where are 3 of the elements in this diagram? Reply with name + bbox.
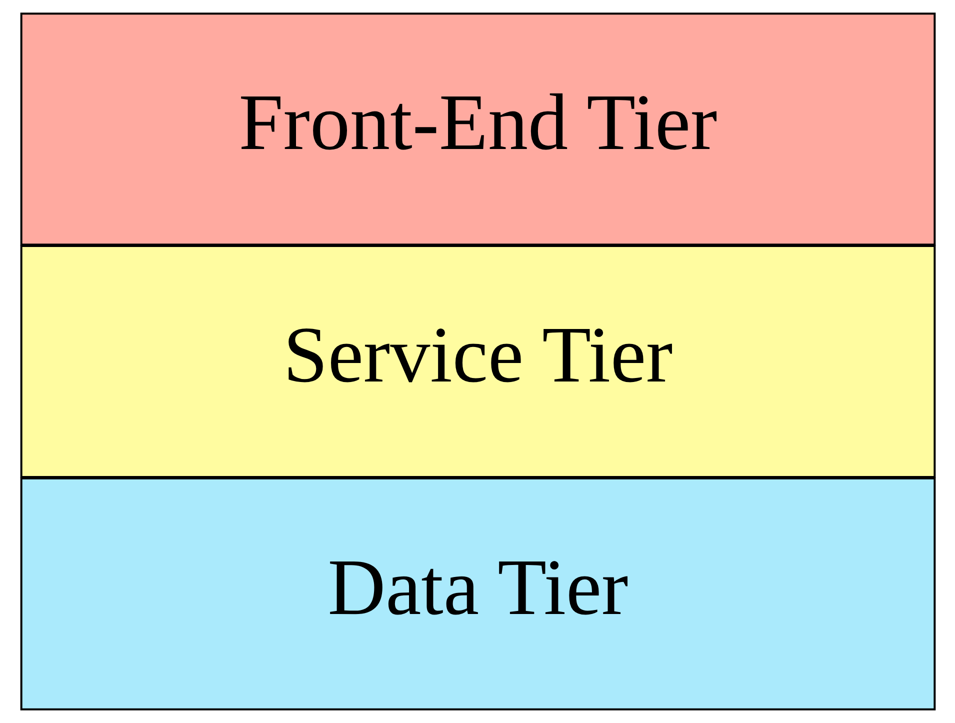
node-box: Front-End Tier — [20, 12, 936, 246]
node-box: Service Tier — [20, 245, 936, 478]
node-box: Data Tier — [20, 477, 936, 710]
